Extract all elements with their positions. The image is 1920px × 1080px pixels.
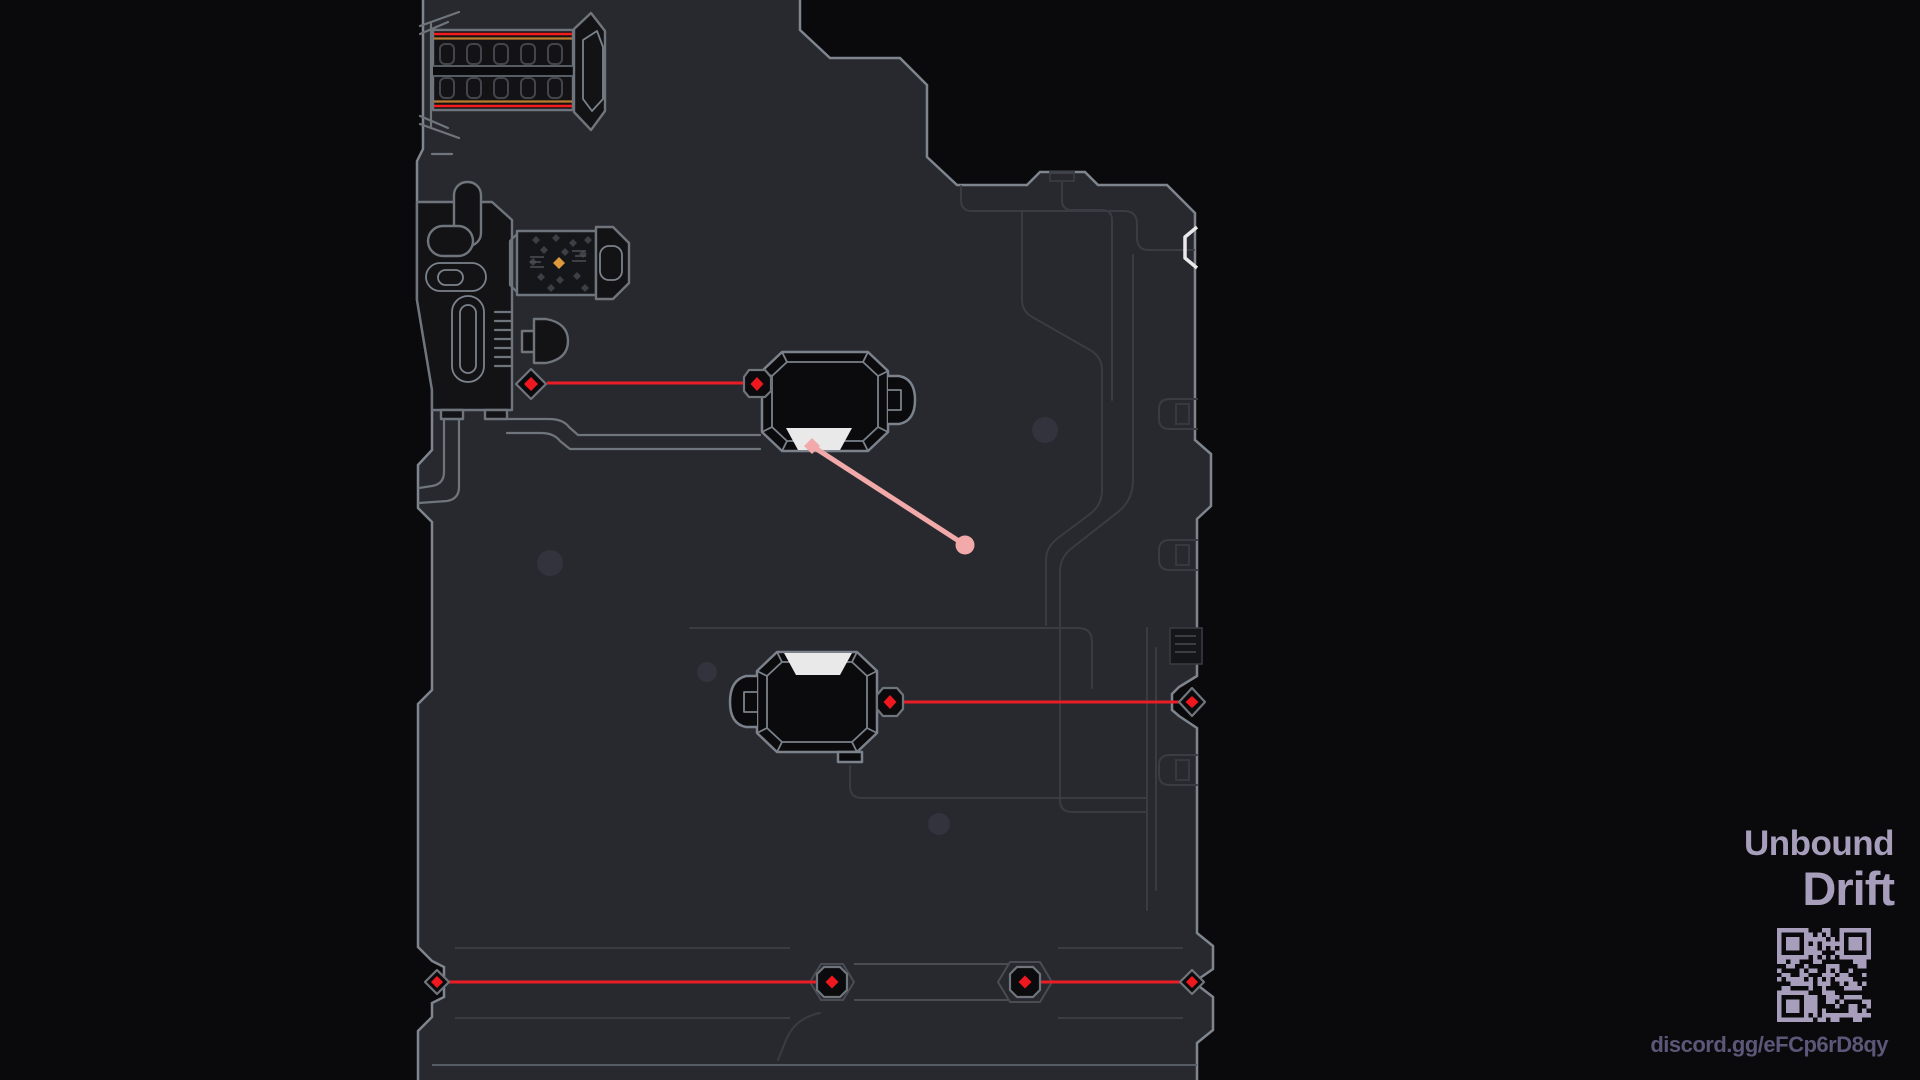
pod-1-corner-facets	[761, 351, 889, 452]
left-machinery	[415, 180, 762, 505]
discord-invite-url: discord.gg/eFCp6rD8qy	[1650, 1032, 1888, 1057]
generator-core-icon	[553, 257, 565, 269]
game-logo-line2: Drift	[1802, 862, 1895, 915]
background-pipes	[689, 171, 1198, 1061]
aim-drag-ball[interactable]	[955, 535, 975, 555]
duct-to-pod	[505, 417, 762, 437]
level-play-area	[415, 0, 1215, 1080]
crusher-left-bracket	[418, 10, 461, 140]
game-logo: Unbound Drift	[1743, 824, 1895, 915]
pod-1-laser-node	[750, 377, 764, 391]
generator-sparkles	[529, 234, 592, 292]
aim-origin-dart	[804, 438, 820, 454]
machinery-pill-port	[451, 295, 485, 383]
machinery-bumper	[532, 317, 570, 365]
pod-2-thruster-window	[784, 653, 852, 675]
pod-2-laser-node	[883, 695, 897, 709]
discord-qr-icon	[1777, 928, 1871, 1022]
machinery-ladder-vents	[493, 310, 513, 368]
game-logo-line1: Unbound	[1743, 824, 1895, 863]
laser-hazards	[449, 381, 1183, 984]
aim-indicator	[804, 438, 975, 555]
pod-2-corner-facets	[756, 651, 878, 753]
crusher-right-cap	[572, 11, 607, 132]
pod-capsule-1[interactable]	[742, 350, 917, 453]
pod-capsule-2[interactable]	[728, 650, 905, 764]
wall-notch-marker	[1183, 225, 1199, 270]
generator-right-cap	[594, 225, 631, 301]
generator-dashes	[530, 250, 586, 268]
ambient-spots	[537, 417, 1058, 835]
floor-panel-seams	[432, 947, 1197, 1066]
crusher-machine	[418, 10, 607, 156]
laser-emitters	[423, 367, 1207, 999]
pod-2-bottom-tab	[836, 750, 864, 764]
aim-line	[809, 443, 968, 548]
generator-box	[508, 225, 631, 301]
wall-grille-block	[1169, 627, 1203, 665]
pod-1-thruster-window	[786, 428, 852, 450]
crusher-slots	[439, 43, 563, 99]
